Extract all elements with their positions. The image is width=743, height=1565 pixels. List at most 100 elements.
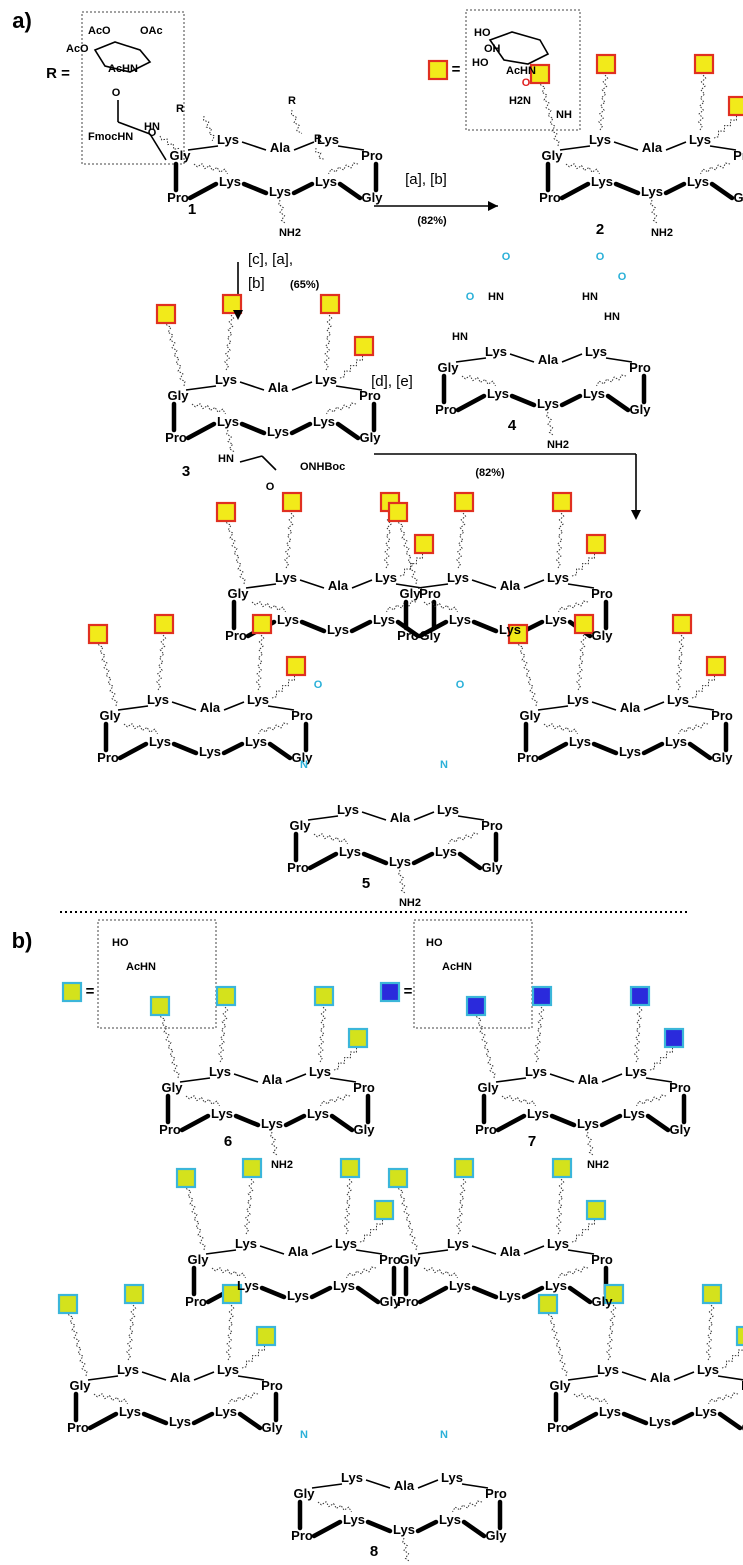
galnac-oxime-square-icon	[453, 1157, 475, 1179]
wavy-linker	[461, 375, 496, 387]
backbone-bond	[591, 701, 617, 711]
wavy-linker	[290, 109, 303, 134]
backbone-bond	[179, 1113, 211, 1133]
residue-gly2: Gly	[262, 1420, 284, 1435]
wavy-linker	[573, 1393, 608, 1405]
backbone-bond	[311, 1483, 343, 1489]
residue-pro2: Pro	[97, 750, 119, 765]
residue-lys2: Lys	[585, 344, 607, 359]
oxime-o-5b: O	[456, 679, 465, 691]
residue-pro1: Pro	[419, 586, 441, 601]
o-label-3: O	[266, 481, 275, 493]
wavy-linker	[555, 511, 565, 569]
wavy-linker	[571, 1218, 596, 1243]
backbone-bond	[185, 385, 217, 391]
cond-d-e: [d], [e]	[371, 373, 413, 390]
residue-lys1: Lys	[275, 570, 297, 585]
pyranose-ring	[93, 41, 152, 73]
galnac-oxime-square-icon	[241, 1157, 263, 1179]
residue-gly1: Gly	[550, 1378, 572, 1393]
galnac-oxime-square-icon	[585, 1199, 607, 1221]
residue-gly2: Gly	[360, 430, 382, 445]
backbone-bond	[365, 1479, 391, 1489]
residue-lys3: Lys	[119, 1404, 141, 1419]
backbone-bond	[241, 181, 269, 196]
glcnac-oxime-square-icon	[629, 985, 651, 1007]
backbone-bond	[193, 1371, 215, 1381]
backbone-bond	[523, 1245, 545, 1255]
wavy-linker	[270, 1131, 279, 1157]
r-sub-label: R	[314, 133, 322, 145]
wavy-linker	[721, 1349, 743, 1369]
residue-lys4: Lys	[261, 1116, 283, 1131]
o-label: O	[112, 87, 121, 99]
backbone-bond	[709, 181, 735, 201]
residue-lys5: Lys	[333, 1278, 355, 1293]
residue-gly1: Gly	[162, 1080, 184, 1095]
wavy-linker	[386, 600, 417, 613]
wavy-linker	[546, 411, 555, 437]
residue-ala: Ala	[268, 380, 289, 395]
wavy-linker	[633, 1005, 643, 1063]
residue-pro1: Pro	[485, 1486, 507, 1501]
backbone-bond	[567, 1411, 599, 1431]
r-definition-label: R =	[46, 65, 70, 82]
residue-lys4: Lys	[619, 744, 641, 759]
galnac-legend-box	[465, 9, 581, 131]
backbone-bond	[495, 1113, 527, 1133]
residue-lys5: Lys	[623, 1106, 645, 1121]
backbone-bond	[471, 619, 499, 634]
residue-gly2: Gly	[482, 860, 504, 875]
backbone-bond	[591, 741, 619, 756]
residue-lys2: Lys	[217, 1362, 239, 1377]
residue-lys5: Lys	[245, 734, 267, 749]
wavy-linker	[596, 374, 627, 387]
residue-lys5: Lys	[665, 734, 687, 749]
backbone-bond	[309, 1285, 333, 1300]
wavy-linker	[326, 402, 357, 415]
backbone-bond	[335, 385, 363, 391]
wavy-linker	[598, 73, 609, 131]
reaction-arrow-icon	[488, 201, 498, 211]
backbone-bond	[365, 1519, 393, 1534]
residue-pro2: Pro	[291, 1528, 313, 1543]
equals-sign-6: =	[86, 983, 95, 1000]
galnac-oxime-square-icon	[387, 1167, 409, 1189]
wavy-linker	[228, 1392, 259, 1405]
backbone-bond	[117, 741, 149, 761]
galnac-oxime-square-icon	[175, 1167, 197, 1189]
residue-gly2: Gly	[670, 1122, 692, 1137]
backbone-bond	[457, 815, 485, 821]
residue-lys1: Lys	[485, 344, 507, 359]
aldehyde-o-3: O	[618, 271, 627, 283]
residue-lys5: Lys	[695, 1404, 717, 1419]
residue-pro1: Pro	[261, 1378, 283, 1393]
nh-label-2: NH	[556, 109, 572, 121]
wavy-linker	[159, 135, 180, 150]
residue-gly1: Gly	[168, 388, 190, 403]
backbone-bond	[621, 1411, 649, 1426]
residue-ala: Ala	[500, 1244, 521, 1259]
equals-sign-7: =	[404, 983, 413, 1000]
backbone-bond	[561, 353, 583, 363]
residue-lys2: Lys	[625, 1064, 647, 1079]
residue-lys3: Lys	[527, 1106, 549, 1121]
wavy-linker	[278, 199, 287, 225]
wavy-linker	[555, 1177, 565, 1235]
wavy-linker	[159, 1016, 180, 1079]
residue-lys3: Lys	[449, 1278, 471, 1293]
residue-lys4: Lys	[537, 396, 559, 411]
residue-ala: Ala	[394, 1478, 415, 1493]
backbone-bond	[285, 1073, 307, 1083]
wavy-linker	[225, 1303, 235, 1361]
residue-pro2: Pro	[397, 628, 419, 643]
galnac-square-icon	[671, 613, 693, 635]
achn-label-7: AcHN	[442, 961, 472, 973]
galnac-oxime-square-icon	[313, 985, 335, 1007]
backbone-bond	[283, 1113, 307, 1128]
galnac-square-icon	[281, 491, 303, 513]
residue-lys2: Lys	[315, 372, 337, 387]
wavy-linker	[255, 633, 265, 691]
backbone-bond	[191, 1411, 215, 1426]
residue-lys1: Lys	[217, 132, 239, 147]
